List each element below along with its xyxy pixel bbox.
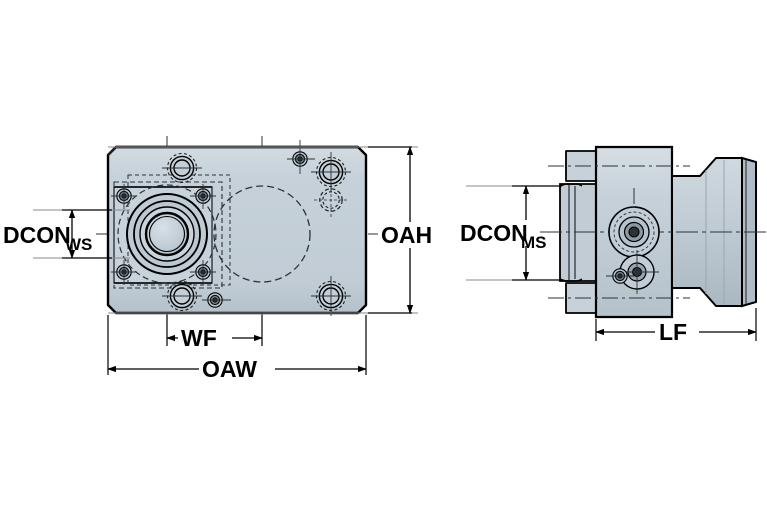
front-hidden-pocket-outline — [113, 181, 223, 289]
front-hidden-bore-right — [213, 185, 311, 283]
front-hole-top-center — [162, 152, 202, 184]
front-bore-main — [144, 211, 190, 257]
front-hidden-hole-right-upper — [314, 184, 348, 217]
side-view-group: DCON MS LF — [458, 145, 766, 345]
oah-label: OAH — [381, 222, 432, 248]
dimension-oaw: OAW — [107, 356, 367, 382]
front-hole-bottom-center — [162, 280, 202, 312]
wf-label-bg — [178, 325, 232, 351]
oaw-label: OAW — [202, 356, 257, 382]
dcon-ws-label-sub: WS — [65, 235, 92, 254]
front-hidden-circle-outer-left — [117, 184, 217, 284]
lf-label: LF — [659, 319, 687, 345]
front-hole-bottom-right — [311, 276, 351, 316]
dimension-oah: OAH — [379, 146, 441, 314]
dcon-ms-label-sub: MS — [521, 233, 547, 252]
front-view-group: DCON WS OAH WF OAW — [3, 136, 441, 382]
front-witness-lines-dark — [62, 146, 412, 375]
oah-label-bg — [379, 222, 441, 248]
front-small-screw-top-right — [287, 140, 315, 174]
dimension-dcon-ms: DCON MS — [458, 185, 547, 281]
lf-label-bg — [655, 319, 699, 345]
dimension-wf: WF — [166, 325, 263, 351]
front-boss-screw-group — [111, 184, 216, 285]
dcon-ms-label-bg — [458, 220, 530, 246]
front-bore-chamfer — [148, 215, 186, 253]
wf-label: WF — [181, 325, 217, 351]
dcon-ms-label-main: DCON — [460, 220, 528, 246]
dcon-ws-label-main: DCON — [3, 222, 71, 248]
side-flange-chamfer-top — [559, 183, 583, 187]
oaw-label-bg — [199, 356, 275, 382]
front-small-screw-bottom — [202, 292, 231, 308]
dimension-dcon-ws: DCON WS — [3, 209, 92, 259]
side-small-screw — [606, 268, 634, 284]
dimension-lf: LF — [595, 319, 757, 345]
side-boss-hole — [628, 226, 640, 238]
side-flange-chamfer-bottom — [559, 278, 583, 282]
side-boss-hidden-ring — [613, 211, 655, 253]
